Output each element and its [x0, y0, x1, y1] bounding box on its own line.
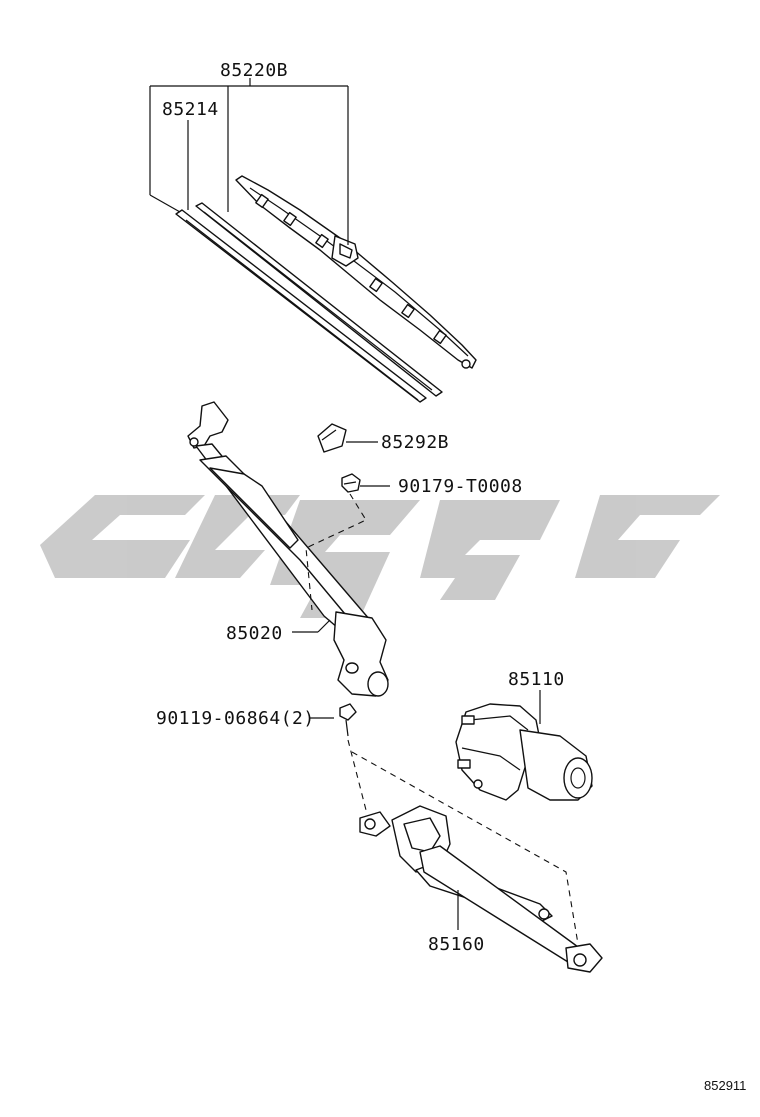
figure-reference: 852911: [704, 1078, 746, 1093]
pivot-cap: [317, 423, 347, 453]
watermark-logo: [40, 495, 720, 618]
pivot-nut: [305, 473, 367, 611]
label-85292B: 85292B: [381, 432, 449, 453]
part-labels: 85220B 85214 85292B 90179-T0008 85020 85…: [156, 60, 746, 1093]
label-90179-T0008: 90179-T0008: [398, 476, 523, 497]
wiper-motor: [455, 703, 593, 801]
leader-lines-top: [149, 78, 349, 245]
leader-lines: [292, 441, 541, 930]
mounting-bolt: [339, 703, 367, 811]
label-85220B: 85220B: [220, 60, 288, 81]
label-90119-06864: 90119-06864(2): [156, 708, 315, 729]
label-85110: 85110: [508, 669, 565, 690]
wiper-link: [351, 751, 603, 973]
wiper-arm: [187, 401, 389, 697]
label-85160: 85160: [428, 934, 485, 955]
label-85020: 85020: [226, 623, 283, 644]
label-85214: 85214: [162, 99, 219, 120]
wiper-blade-assembly: [235, 175, 477, 369]
